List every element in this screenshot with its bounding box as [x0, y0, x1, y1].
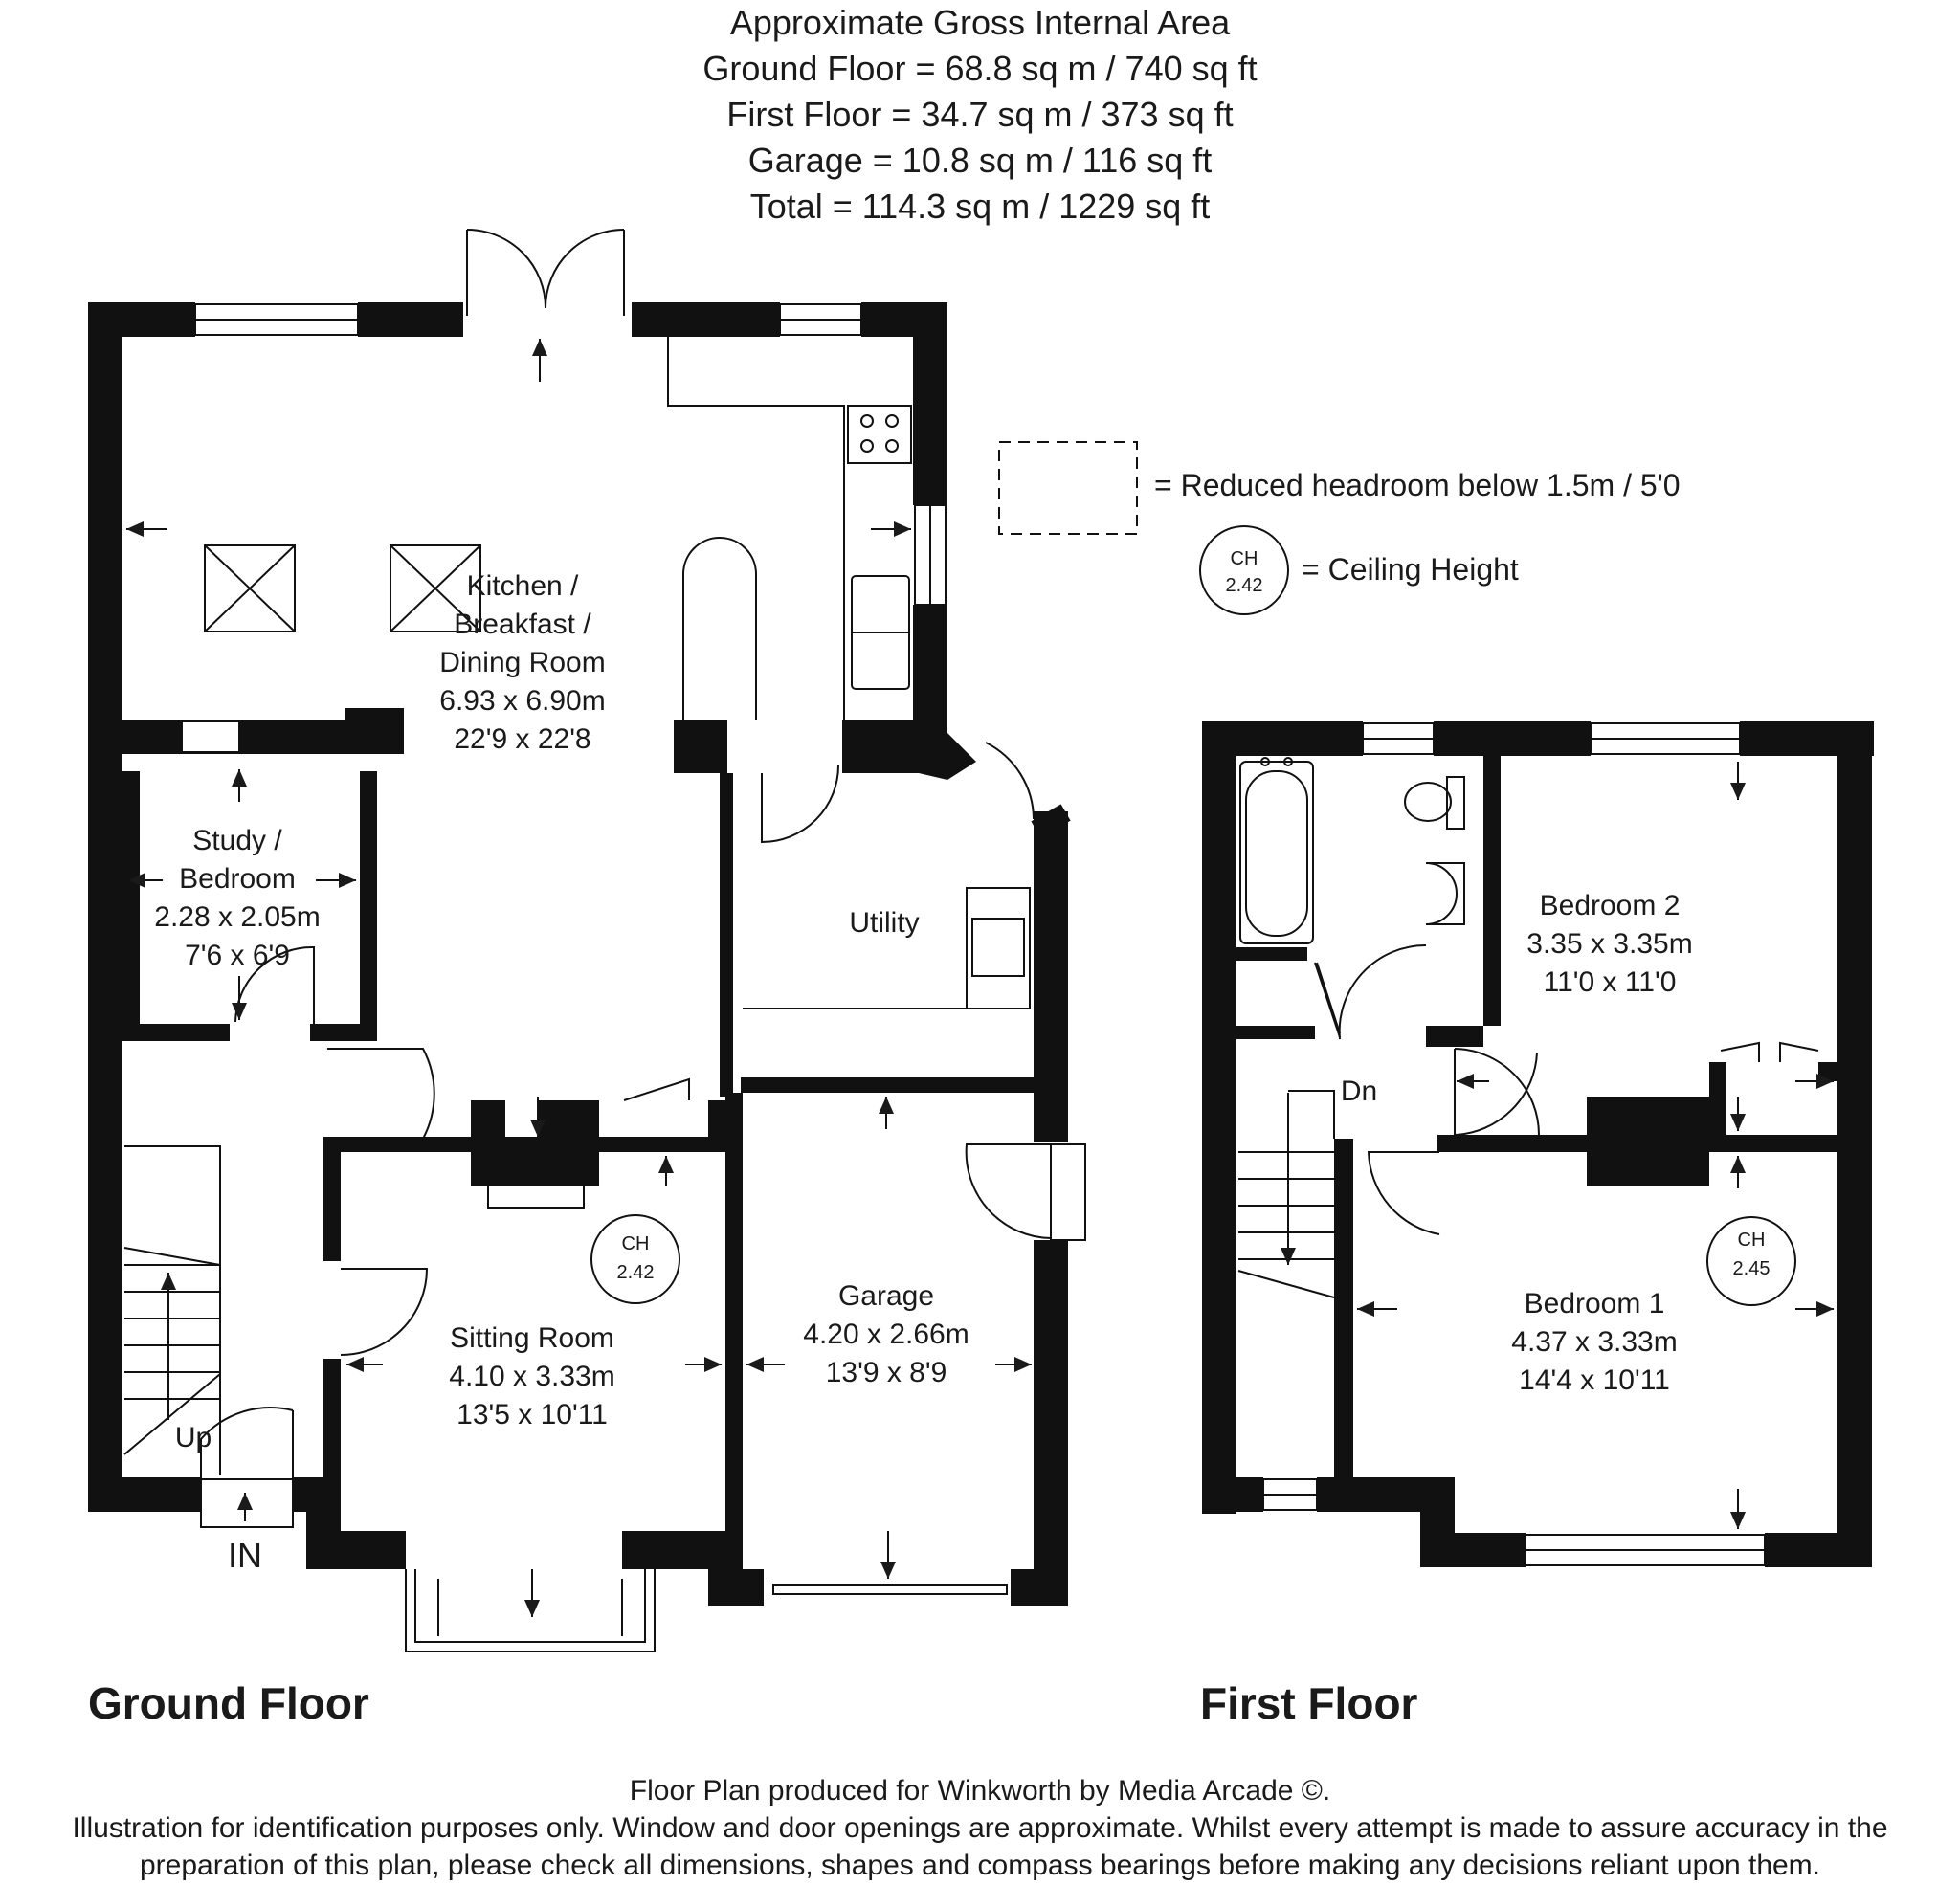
ch-legend-value: 2.42 — [1226, 575, 1263, 596]
footer-disclaimer-2: preparation of this plan, please check a… — [139, 1850, 1821, 1881]
utility-label: Utility — [849, 907, 919, 939]
front-door — [200, 1407, 294, 1528]
garage-imperial: 13'9 x 8'9 — [826, 1357, 947, 1388]
footer-disclaimer: Floor Plan produced for Winkworth by Med… — [0, 1772, 1960, 1884]
kitchen-windows — [194, 303, 947, 606]
utility-sink — [743, 887, 1031, 1009]
sitting-ch-abbrev: CH — [622, 1233, 650, 1254]
footer-disclaimer-1: Illustration for identification purposes… — [72, 1812, 1888, 1844]
kitchen-label-2: Breakfast / — [454, 609, 591, 640]
ground-floor-area: Ground Floor = 68.8 sq m / 740 sq ft — [702, 49, 1258, 88]
bedroom1-ch-value: 2.45 — [1733, 1258, 1771, 1279]
sitting-ch-badge: CH 2.42 — [590, 1214, 680, 1304]
bedroom2-imperial: 11'0 x 11'0 — [1544, 966, 1677, 998]
area-title: Approximate Gross Internal Area — [729, 3, 1231, 42]
internal-doors — [234, 742, 1035, 1356]
stairs-down-label: Dn — [1341, 1076, 1377, 1107]
bedroom2-label: Bedroom 2 — [1540, 890, 1681, 921]
ground-floor-title: Ground Floor — [88, 1678, 369, 1728]
study-imperial: 7'6 x 6'9 — [185, 940, 290, 971]
french-doors — [466, 229, 625, 382]
sitting-room-metric: 4.10 x 3.33m — [449, 1361, 614, 1392]
footer-credit: Floor Plan produced for Winkworth by Med… — [629, 1775, 1331, 1807]
bay-window — [405, 1569, 656, 1652]
kitchen-walls — [88, 302, 947, 1512]
dimension-arrows — [126, 521, 1032, 1372]
chimney-breast — [487, 1184, 585, 1209]
garage-doors — [772, 1143, 1086, 1595]
total-area: Total = 114.3 sq m / 1229 sq ft — [749, 187, 1211, 226]
area-summary: Approximate Gross Internal Area Ground F… — [0, 0, 1960, 230]
bedroom1-metric: 4.37 x 3.33m — [1511, 1326, 1677, 1358]
first-floor-walls — [1202, 721, 1874, 1567]
first-floor-dim-arrows — [1357, 762, 1834, 1529]
bedroom1-imperial: 14'4 x 10'11 — [1519, 1364, 1670, 1396]
skylights — [204, 544, 481, 632]
study-label-1: Study / — [192, 825, 282, 856]
first-floor-area: First Floor = 34.7 sq m / 373 sq ft — [726, 95, 1234, 134]
legend: = Reduced headroom below 1.5m / 5'0 CH 2… — [998, 441, 1681, 615]
first-floor-windows — [1262, 722, 1766, 1566]
entrance-label: IN — [228, 1536, 262, 1575]
reduced-headroom-text: = Reduced headroom below 1.5m / 5'0 — [1154, 468, 1681, 502]
ground-floor-plan: Kitchen / Breakfast / Dining Room 6.93 x… — [88, 229, 1086, 1728]
stairs-up-label: Up — [175, 1422, 212, 1453]
garage-area: Garage = 10.8 sq m / 116 sq ft — [747, 141, 1213, 180]
reduced-headroom-swatch — [998, 441, 1138, 535]
bedroom1-ch-badge: CH 2.45 — [1706, 1216, 1796, 1306]
study-label-2: Bedroom — [179, 863, 296, 895]
ch-legend-text: = Ceiling Height — [1302, 552, 1519, 587]
ch-legend-badge — [1199, 525, 1289, 615]
bedroom1-label: Bedroom 1 — [1525, 1288, 1665, 1320]
sitting-ch-value: 2.42 — [617, 1262, 655, 1283]
study-metric: 2.28 x 2.05m — [154, 901, 320, 933]
first-floor-doors — [1314, 943, 1819, 1235]
interior-walls — [88, 708, 1071, 1606]
ground-stairs — [123, 1145, 221, 1475]
first-floor-stairs — [1237, 1090, 1335, 1298]
bathroom-fittings — [1239, 757, 1465, 944]
kitchen-imperial: 22'9 x 22'8 — [454, 723, 590, 755]
kitchen-label-3: Dining Room — [439, 647, 605, 678]
study-window — [181, 721, 240, 753]
kitchen-metric: 6.93 x 6.90m — [439, 685, 605, 717]
garage-label: Garage — [838, 1280, 934, 1312]
kitchen-label-1: Kitchen / — [467, 570, 579, 602]
first-floor-plan: Bedroom 2 3.35 x 3.35m 11'0 x 11'0 Bedro… — [1200, 721, 1874, 1728]
first-floor-title: First Floor — [1200, 1678, 1418, 1728]
garage-metric: 4.20 x 2.66m — [803, 1319, 969, 1350]
bedroom2-metric: 3.35 x 3.35m — [1526, 928, 1692, 960]
bedroom1-ch-abbrev: CH — [1738, 1230, 1766, 1251]
ch-legend-abbrev: CH — [1231, 548, 1258, 569]
kitchen-units — [667, 337, 912, 720]
sitting-room-imperial: 13'5 x 10'11 — [457, 1399, 608, 1430]
sitting-room-label: Sitting Room — [450, 1322, 614, 1354]
